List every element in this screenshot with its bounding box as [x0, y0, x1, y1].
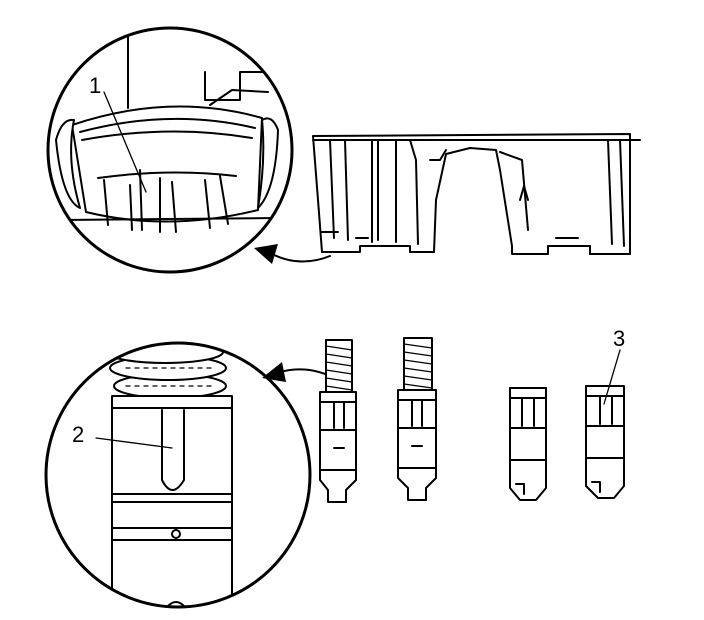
callout-3: 3 [613, 326, 625, 351]
lifter-detail-magnifier: 2 [44, 341, 312, 609]
magnify-arrow-top [254, 244, 331, 264]
callout-1: 1 [89, 73, 101, 98]
lifter-with-spring-1 [319, 339, 357, 503]
lifter-bare-2 [585, 349, 625, 499]
lifter-guide-body [312, 133, 641, 255]
lifter-bare-1 [509, 387, 547, 501]
guide-detail-magnifier: 1 [46, 26, 294, 274]
lifter-with-spring-2 [397, 337, 437, 501]
callout-2: 2 [72, 422, 84, 447]
